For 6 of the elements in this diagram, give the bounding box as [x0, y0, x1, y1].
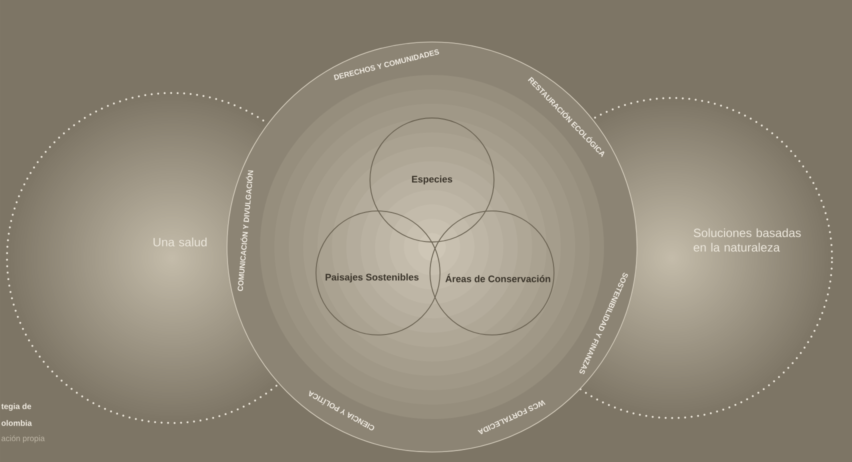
source-note: ación propia [2, 435, 45, 443]
source-note: tegia de [1, 403, 32, 411]
circle-label: Soluciones basadas en la naturaleza [694, 228, 801, 252]
ring-circle [226, 42, 638, 452]
circle-label: Una salud [154, 238, 207, 246]
source-note: olombia [2, 420, 32, 426]
